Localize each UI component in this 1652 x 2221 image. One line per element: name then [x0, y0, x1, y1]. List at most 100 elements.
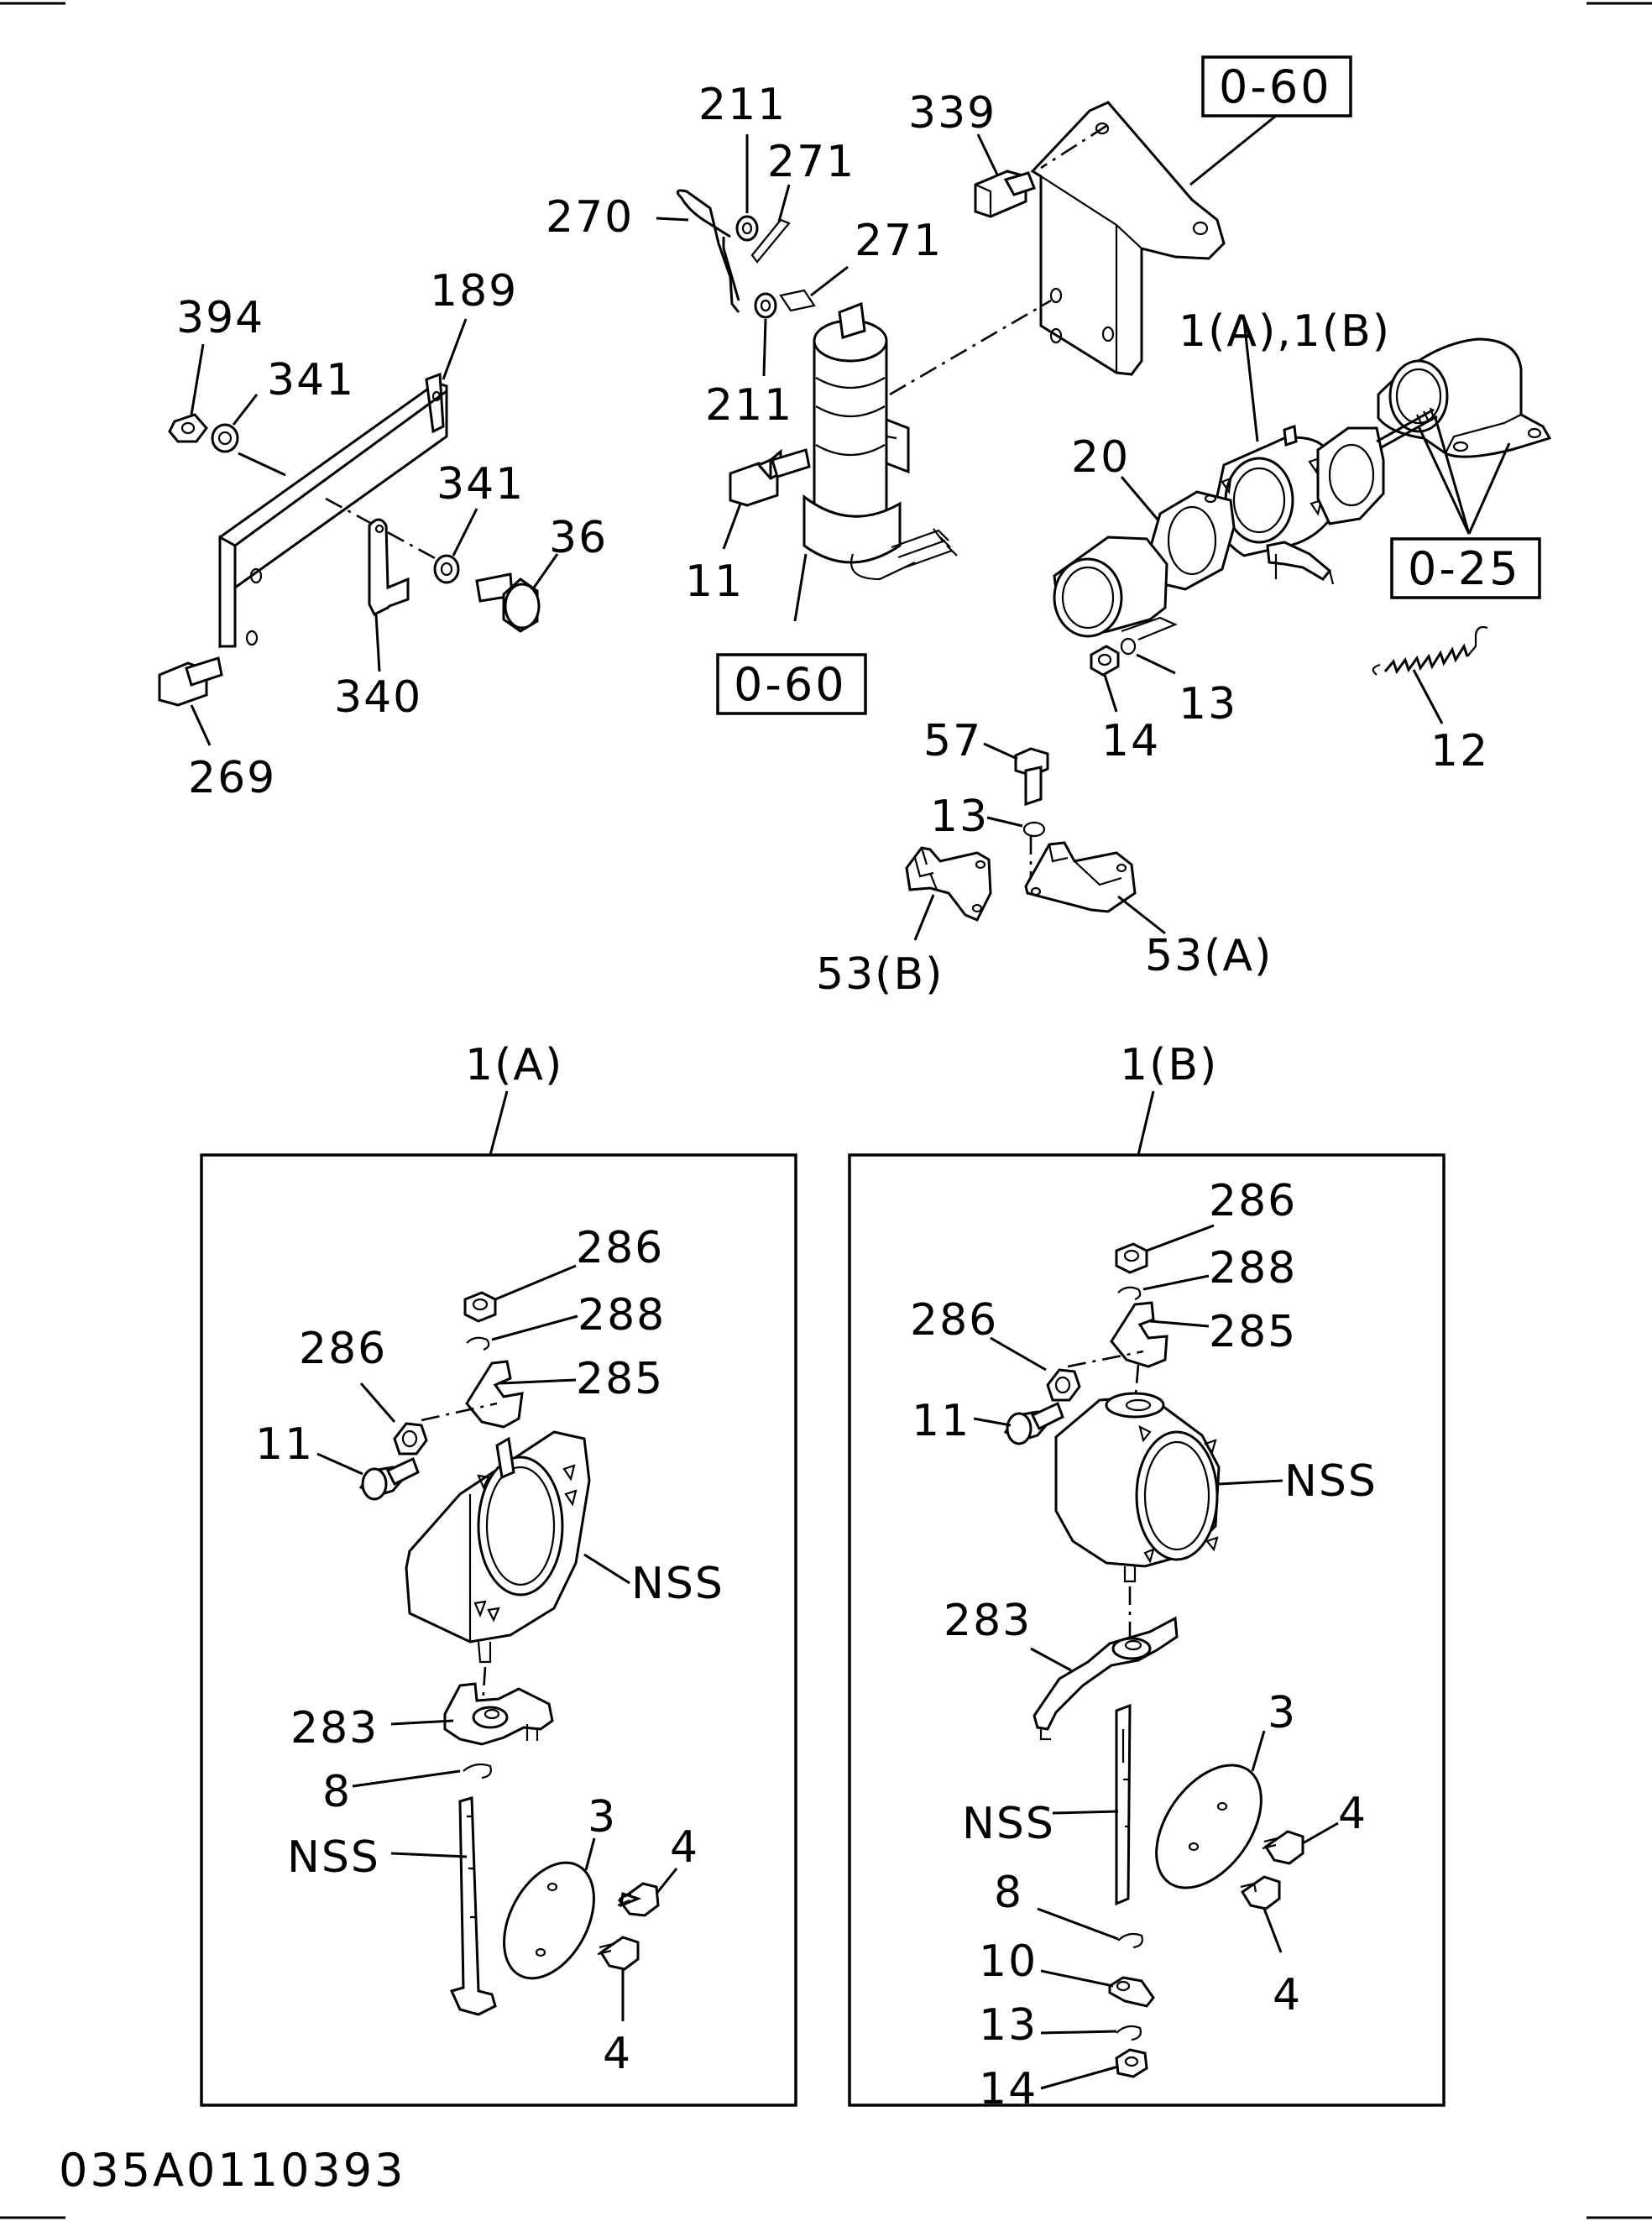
callout-11-a: 11	[255, 1419, 314, 1470]
callout-4-b-lower: 4	[1273, 1970, 1302, 2020]
pin-271-a	[750, 218, 791, 264]
callout-288-a: 288	[578, 1290, 666, 1340]
callout-269: 269	[188, 753, 276, 803]
nut-286-a	[463, 1291, 497, 1323]
callout-341-top: 341	[267, 355, 355, 405]
spring-12	[1372, 625, 1488, 676]
ref-box-label: 0-60	[734, 658, 847, 711]
throttle-plate-3-a	[503, 1861, 595, 1980]
callout-285-a: 285	[576, 1354, 664, 1404]
callout-189: 189	[430, 266, 518, 316]
callout-288-b: 288	[1209, 1243, 1297, 1293]
callout-13-b: 13	[979, 2000, 1038, 2051]
callout-271-top: 271	[767, 137, 855, 187]
callout-nss-b-shaft: NSS	[962, 1799, 1055, 1849]
washer-211-a	[735, 215, 759, 242]
ref-box-label: 0-60	[1219, 60, 1332, 113]
ref-box-label: 0-25	[1408, 542, 1521, 595]
callout-53b: 53(B)	[816, 949, 944, 1000]
intake-pipe	[1053, 536, 1178, 641]
panel-1b-title: 1(B)	[1120, 1040, 1218, 1090]
diagram-code: 035A0110393	[59, 2144, 406, 2197]
throttle-shaft-b	[1115, 1703, 1132, 1906]
callout-4-a-lower: 4	[603, 2029, 632, 2079]
washer-341-b	[433, 554, 460, 584]
callout-8-a: 8	[322, 1767, 352, 1817]
ref-box-0-60-top[interactable]: 0-60	[1201, 55, 1352, 118]
callout-14-top: 14	[1101, 716, 1160, 766]
callout-341-lower: 341	[437, 459, 525, 510]
callout-13-top: 13	[1179, 679, 1237, 729]
ref-box-0-60-bottom[interactable]: 0-60	[716, 653, 867, 715]
throttle-shaft-a	[449, 1796, 497, 2016]
callout-36: 36	[549, 513, 608, 563]
gasket-plate	[1316, 426, 1385, 525]
callout-nss-b-body: NSS	[1284, 1456, 1378, 1507]
lock-washer-13-lower	[1022, 821, 1046, 838]
nut-286-side-a	[393, 1422, 428, 1455]
callout-339: 339	[908, 88, 996, 138]
washer-211-b	[754, 292, 777, 319]
callout-394: 394	[176, 293, 264, 343]
callout-12: 12	[1430, 726, 1489, 776]
panel-1a: 1(A)	[200, 1040, 797, 2107]
callout-53a: 53(A)	[1145, 931, 1273, 981]
clip-340	[368, 518, 410, 617]
throttle-plate-3-b	[1155, 1764, 1263, 1889]
callout-211-top: 211	[698, 80, 787, 130]
pin-271-b	[779, 289, 816, 312]
callout-8-b: 8	[994, 1868, 1023, 1918]
callout-286-a-top: 286	[576, 1223, 664, 1273]
callout-nss-a-body: NSS	[631, 1559, 724, 1609]
nut-286-side-b	[1046, 1368, 1081, 1402]
callout-3-b: 3	[1268, 1688, 1297, 1738]
callout-270: 270	[546, 192, 634, 243]
nut-394	[168, 413, 208, 443]
nut-14-b	[1115, 2048, 1148, 2078]
lever-285-a	[465, 1360, 524, 1429]
callout-nss-a-shaft: NSS	[287, 1832, 380, 1883]
bolt-11-top	[729, 448, 811, 507]
callout-11-top: 11	[685, 557, 744, 607]
callout-285-b: 285	[1209, 1307, 1297, 1357]
lever-285-b	[1110, 1301, 1168, 1368]
callout-283-b: 283	[944, 1596, 1032, 1646]
mounting-bracket	[1030, 101, 1226, 376]
callout-11-b: 11	[912, 1396, 970, 1446]
callout-13-lower: 13	[930, 792, 989, 842]
bracket-53b	[905, 846, 992, 922]
callout-4-a-upper: 4	[670, 1822, 699, 1873]
bolt-339	[974, 170, 1036, 218]
callout-286-b-top: 286	[1209, 1176, 1297, 1226]
ref-box-0-25[interactable]: 0-25	[1390, 537, 1541, 599]
nut-286-b	[1115, 1242, 1148, 1274]
callout-10-b: 10	[979, 1936, 1038, 1987]
top-callout-labels: 211 271 339 270 271 189 394 341 211 1(A)…	[176, 80, 1489, 1000]
callout-283-a: 283	[290, 1703, 379, 1753]
lever-283-b	[1032, 1616, 1179, 1731]
throttle-body	[1214, 424, 1338, 585]
callout-14-b: 14	[979, 2064, 1038, 2114]
stud-bolt	[1376, 407, 1438, 450]
callout-3-a: 3	[588, 1792, 617, 1842]
screw-4-b-lower	[1240, 1875, 1281, 1910]
callout-271-lower: 271	[855, 216, 943, 266]
screw-4-b-upper	[1263, 1830, 1304, 1865]
rod-270	[676, 189, 740, 313]
callout-4-b-upper: 4	[1338, 1789, 1367, 1839]
panel-1b: 1(B)	[848, 1040, 1446, 2114]
elbow-housing	[1377, 337, 1552, 458]
callout-20: 20	[1071, 432, 1130, 483]
solenoid-assembly	[802, 301, 958, 581]
washer-341-a	[211, 423, 239, 453]
screw-4-a-lower	[599, 1936, 640, 1971]
callout-1a-1b: 1(A),1(B)	[1179, 306, 1391, 357]
callout-286-a-side: 286	[299, 1324, 387, 1374]
bracket-189	[218, 372, 448, 649]
callout-57: 57	[923, 716, 982, 766]
bolt-36	[475, 572, 541, 633]
nut-14	[1090, 645, 1120, 677]
panel-1a-title: 1(A)	[465, 1040, 563, 1090]
